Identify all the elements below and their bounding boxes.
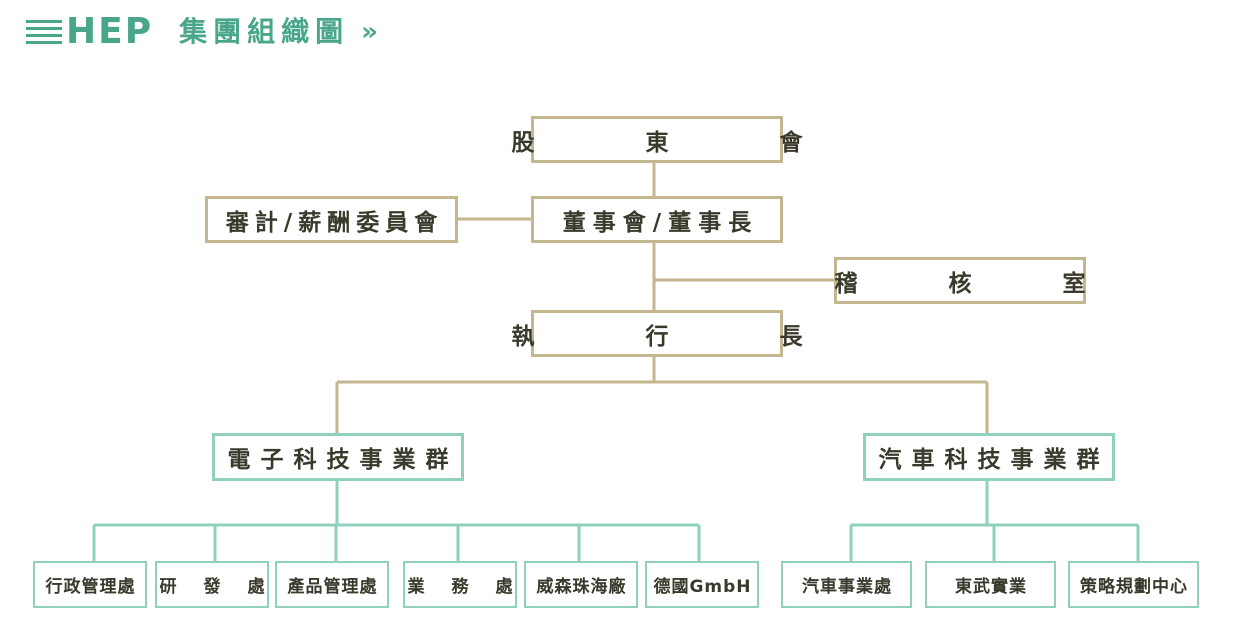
page-title: 集團組織圖 [179,15,350,48]
electronics-unit-box: 研 發 處 [155,561,269,608]
board-box: 董事會/董事長 [531,196,783,243]
ceo-label: 執 行 長 [511,323,847,350]
electronics-unit-box: 業 務 處 [403,561,517,608]
automotive-unit-box: 策略規劃中心 [1068,561,1199,608]
electronics-group-box: 電子科技事業群 [212,433,464,481]
automotive-unit-box: 東武實業 [925,561,1056,608]
unit-label: 策略規劃中心 [1080,577,1188,597]
committee-box: 審計/薪酬委員會 [205,196,458,243]
ceo-box: 執 行 長 [512,310,803,357]
automotive-group-label: 汽車科技事業群 [878,447,1110,473]
automotive-unit-box: 汽車事業處 [781,561,912,608]
unit-label: 東武實業 [955,577,1027,597]
chevron-right-icon: » [361,17,378,47]
unit-label: 產品管理處 [287,577,378,597]
logo: HEP [66,11,154,52]
shareholders-box: 股 東 會 [512,116,803,163]
page-header: HEP 集團組織圖 » [26,12,378,52]
shareholders-label: 股 東 會 [511,129,847,156]
audit-office-label: 稽 核 室 [834,270,1120,297]
unit-label: 業 務 處 [407,577,518,597]
electronics-group-label: 電子科技事業群 [227,447,459,473]
audit-office-box: 稽 核 室 [834,257,1086,304]
unit-label: 研 發 處 [159,577,270,597]
unit-label: 汽車事業處 [802,577,892,597]
committee-label: 審計/薪酬委員會 [225,209,444,236]
unit-label: 行政管理處 [45,577,136,597]
logo-lines-icon [26,20,62,44]
board-label: 董事會/董事長 [562,209,759,236]
electronics-unit-box: 行政管理處 [33,561,147,608]
electronics-unit-box: 威森珠海廠 [524,561,638,608]
unit-label: 威森珠海廠 [536,577,627,597]
automotive-group-box: 汽車科技事業群 [863,433,1115,481]
electronics-unit-box: 德國GmbH [645,561,759,608]
unit-label: 德國GmbH [653,577,752,597]
electronics-unit-box: 產品管理處 [275,561,389,608]
